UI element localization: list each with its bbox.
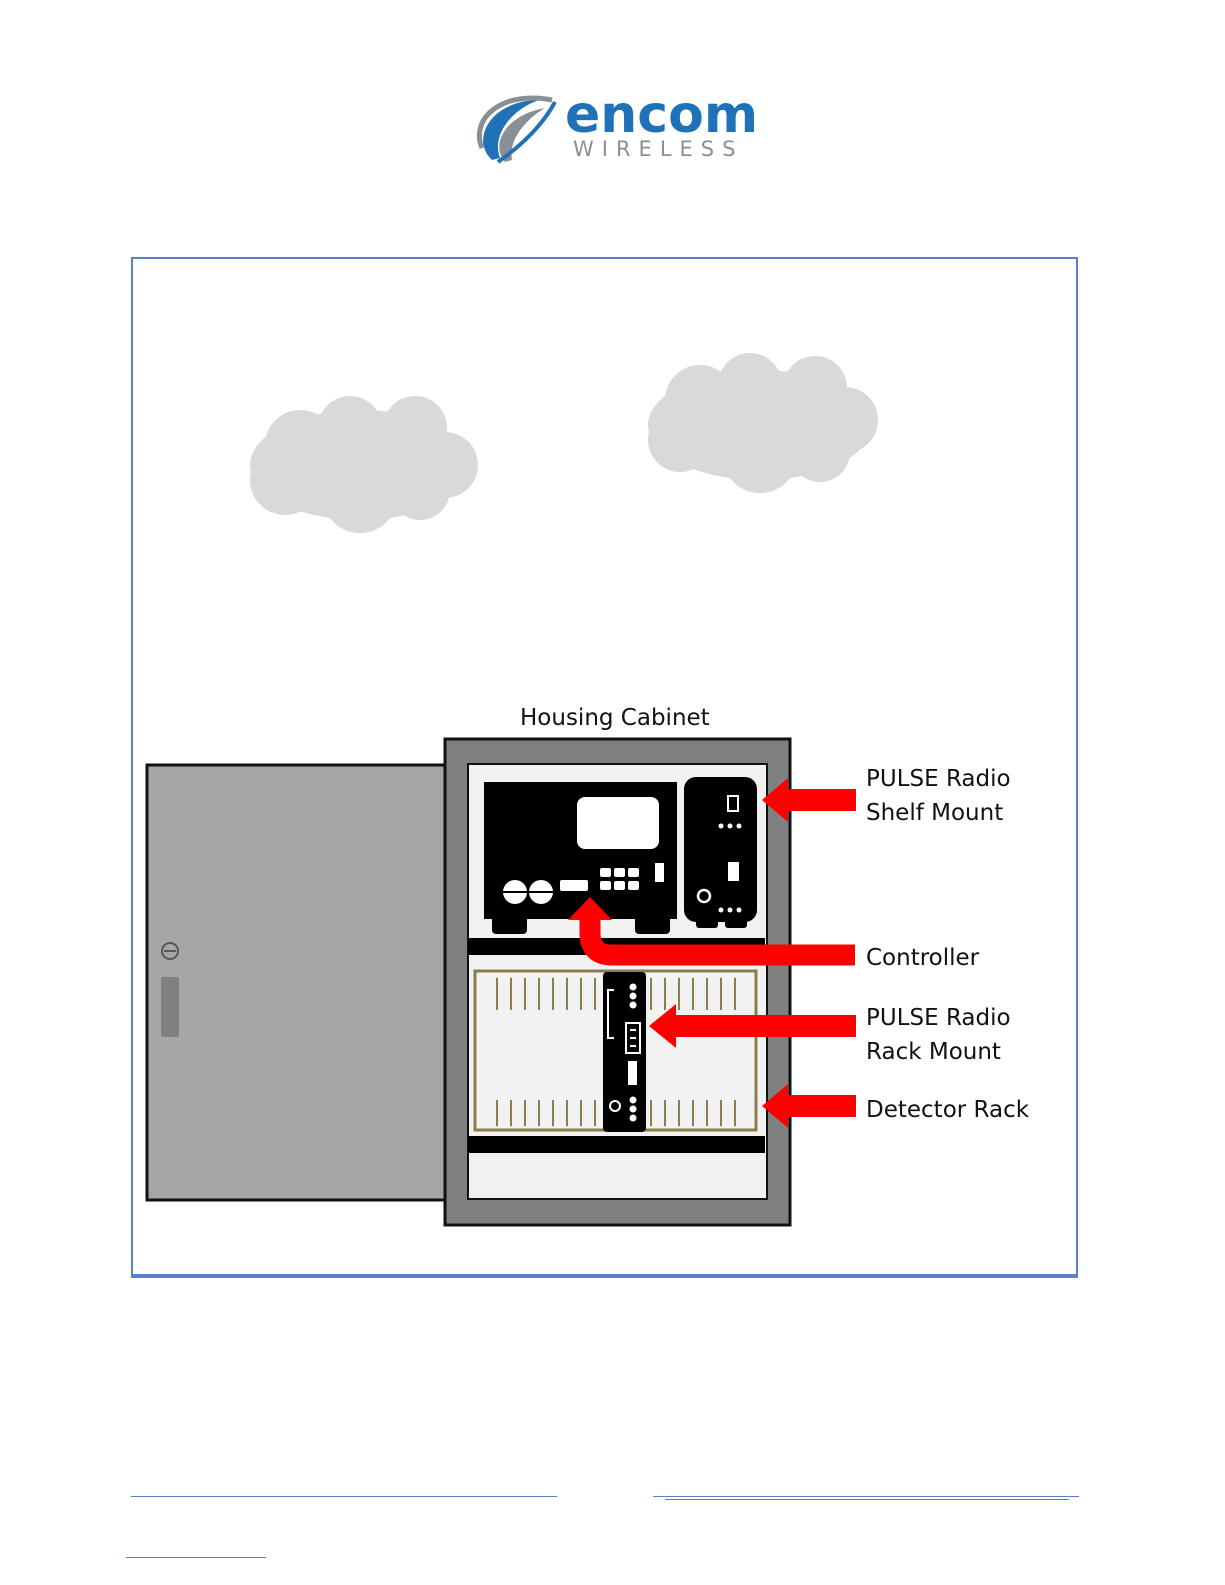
controller-display xyxy=(577,797,659,849)
cloud-icon xyxy=(250,396,478,533)
label-detector-rack: Detector Rack xyxy=(866,1097,1030,1123)
pulse-radio-shelf-mount xyxy=(684,777,757,928)
door-handle xyxy=(161,977,179,1037)
label-rack-mount-line2: Rack Mount xyxy=(866,1039,1001,1065)
footer-rule-right xyxy=(653,1496,1079,1497)
pulse-radio-rack-mount xyxy=(603,972,646,1132)
footer-rule-left xyxy=(131,1496,557,1497)
cabinet-door xyxy=(147,765,447,1200)
label-shelf-mount-line1: PULSE Radio xyxy=(866,766,1011,792)
label-shelf-mount-line2: Shelf Mount xyxy=(866,800,1003,826)
footer-rule-right-accent xyxy=(665,1499,1069,1500)
footer-rule-bottom xyxy=(126,1557,266,1558)
label-controller: Controller xyxy=(866,945,980,971)
label-housing-cabinet: Housing Cabinet xyxy=(520,705,710,731)
cloud-icon xyxy=(648,353,878,493)
shelf xyxy=(468,1136,765,1153)
label-rack-mount-line1: PULSE Radio xyxy=(866,1005,1011,1031)
